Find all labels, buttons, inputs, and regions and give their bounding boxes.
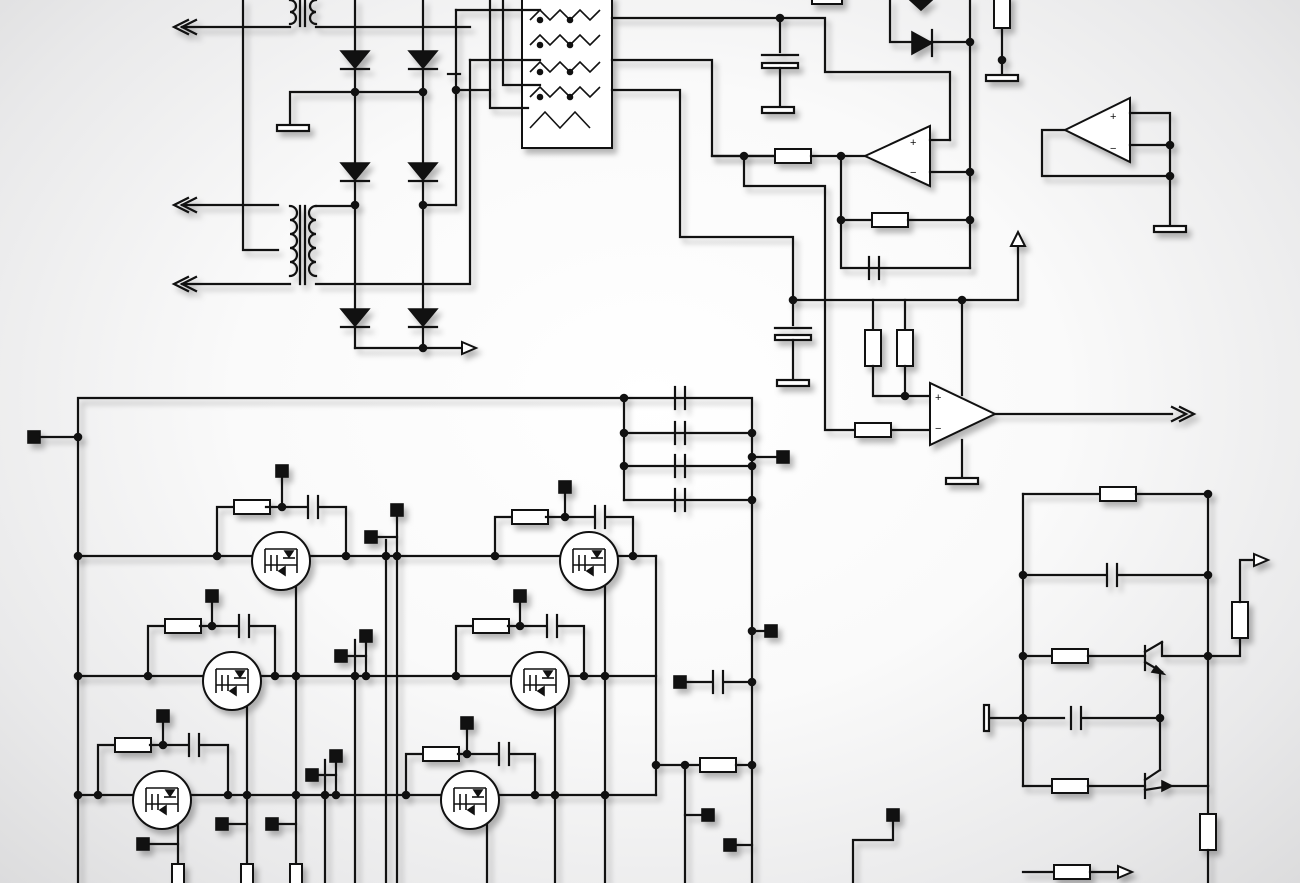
ground-icon xyxy=(1152,224,1188,234)
resistor-icon xyxy=(854,422,892,438)
mosfet-icon xyxy=(510,651,570,711)
bjt-transistor-1 xyxy=(1143,640,1167,676)
mosfet-cell-3 xyxy=(143,589,280,711)
output-arrow-icon xyxy=(1009,229,1027,247)
capacitor-icon xyxy=(773,326,813,342)
resistor-icon xyxy=(811,0,843,5)
resistor-icon xyxy=(993,0,1011,29)
transformer-2 xyxy=(288,204,318,286)
svg-text:+: + xyxy=(1110,111,1116,123)
terminal-icon xyxy=(776,450,790,464)
diode-group xyxy=(908,0,934,58)
mosfet-cell-5 xyxy=(93,709,233,830)
op-amp-1: +− xyxy=(862,124,931,188)
mosfet-icon xyxy=(440,770,500,830)
resistor-icon xyxy=(171,863,303,883)
bjt-amplifier xyxy=(851,486,1269,883)
output-arrow-icon xyxy=(461,341,477,355)
resistor-icon xyxy=(1231,601,1249,639)
resistor-icon xyxy=(699,757,737,773)
ground-icon xyxy=(775,378,811,388)
op-amp-3: +− xyxy=(1062,96,1131,164)
resistor-icon xyxy=(864,329,914,367)
capacitor-icon xyxy=(1105,562,1119,588)
bjt-transistor-2 xyxy=(1143,768,1174,800)
mosfet-icon xyxy=(251,531,311,591)
mosfet-icon xyxy=(132,770,192,830)
output-arrow-icon xyxy=(1170,405,1197,423)
resistor-icon xyxy=(1199,813,1217,851)
svg-text:−: − xyxy=(935,423,941,435)
switch-ic xyxy=(521,0,613,149)
ground-icon xyxy=(944,476,980,486)
terminal-icon xyxy=(764,624,778,638)
transformer-1 xyxy=(288,0,318,28)
capacitor-icon xyxy=(760,53,800,70)
mosfet-icon xyxy=(559,531,619,591)
terminal-icon xyxy=(136,503,404,851)
opamp-stage-1: +− xyxy=(710,124,975,432)
resistor-icon xyxy=(1051,648,1089,664)
resistor-icon xyxy=(871,212,909,228)
capacitor-icon xyxy=(1069,705,1083,731)
svg-text:−: − xyxy=(1110,143,1116,155)
capacitor-icon xyxy=(711,669,725,695)
svg-text:−: − xyxy=(910,167,916,179)
ground-icon xyxy=(984,73,1020,83)
input-terminal-icon xyxy=(982,703,991,733)
opamp-stage-3: +− xyxy=(1040,96,1188,234)
terminal-icon xyxy=(701,808,715,822)
mosfet-cell-6 xyxy=(401,716,540,830)
resistor-icon xyxy=(1053,864,1091,880)
mosfet-icon xyxy=(202,651,262,711)
terminal-icon xyxy=(27,430,41,444)
capacitor-bank xyxy=(619,385,757,513)
input-arrow-icon xyxy=(171,18,198,293)
terminal-icon xyxy=(886,808,900,822)
svg-text:+: + xyxy=(935,392,941,404)
opamp-stage-2: +− xyxy=(773,229,1197,486)
op-amp-2: +− xyxy=(929,381,998,447)
mosfet-bridge xyxy=(27,385,790,883)
power-supply-section xyxy=(171,0,1020,355)
ground-icon xyxy=(275,123,311,133)
resistor-icon xyxy=(1099,486,1137,502)
ground-icon xyxy=(760,105,796,115)
resistor-icon xyxy=(1051,778,1089,794)
mosfet-cell-2 xyxy=(490,480,638,591)
svg-text:+: + xyxy=(910,137,916,149)
output-arrow-icon xyxy=(1253,553,1269,567)
mosfet-cell-4 xyxy=(451,589,589,711)
output-arrow-icon xyxy=(1117,865,1133,879)
mosfet-cell-1 xyxy=(212,464,351,591)
resistor-icon xyxy=(774,148,812,164)
terminal-icon xyxy=(723,838,737,852)
terminal-icon xyxy=(673,675,687,689)
